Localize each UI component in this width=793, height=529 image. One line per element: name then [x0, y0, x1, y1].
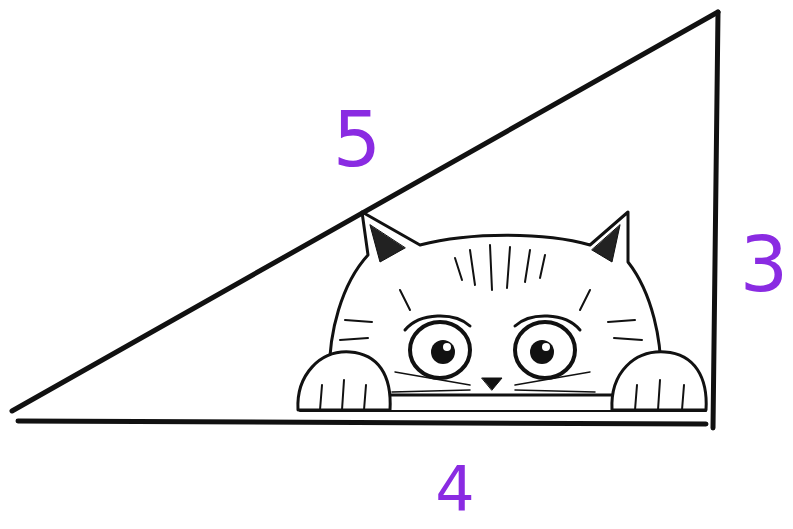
cat-illustration: [298, 212, 706, 411]
right-triangle: [12, 12, 718, 428]
side-length-label: 4: [435, 459, 474, 521]
side-length-label: 5: [333, 102, 381, 178]
side-length-label: 3: [740, 227, 788, 303]
